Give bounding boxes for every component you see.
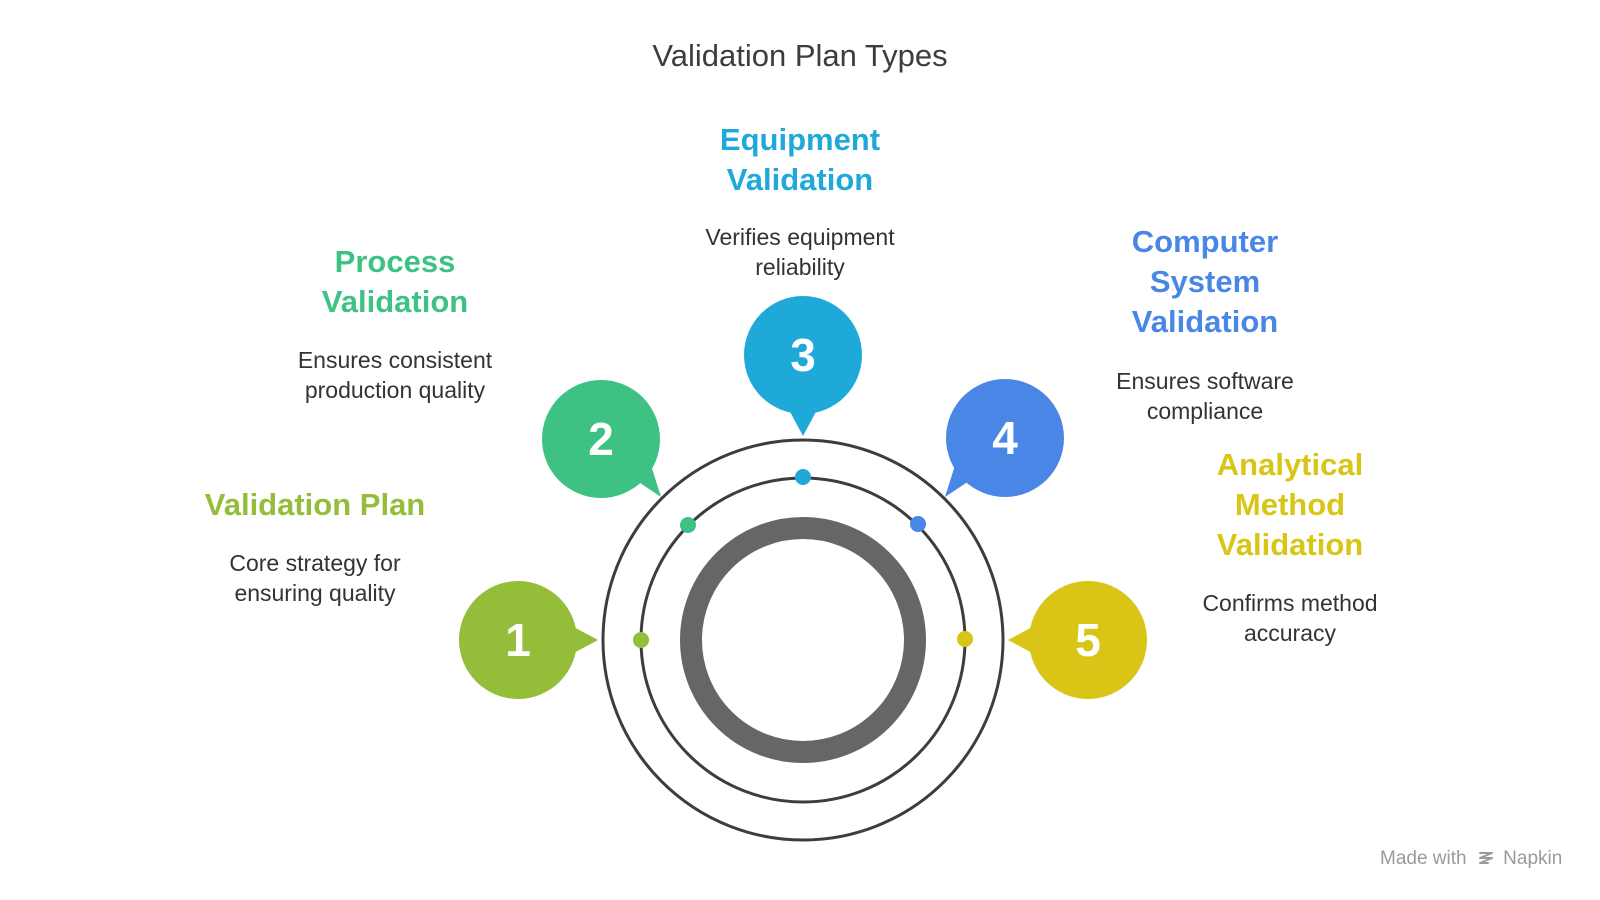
item-1-number: 1	[505, 614, 531, 666]
item-3-description: Verifies equipment reliability	[705, 224, 895, 280]
item-1-description: Core strategy for ensuring quality	[229, 550, 401, 606]
outer-ring	[601, 438, 1005, 842]
item-4-number: 4	[992, 412, 1018, 464]
diagram-title: Validation Plan Types	[652, 38, 948, 73]
core-ring	[680, 517, 926, 763]
item-4-title: Computer System Validation	[1131, 224, 1279, 339]
item-1-dot	[633, 632, 649, 648]
item-5-badge	[1008, 581, 1147, 699]
item-2-dot	[680, 517, 696, 533]
item-2-badge	[542, 380, 661, 498]
item-5-dot	[957, 631, 973, 647]
item-2-description: Ensures consistent production quality	[297, 347, 493, 403]
item-5-title: Analytical Method Validation	[1216, 447, 1364, 562]
napkin-logo-icon	[1478, 848, 1494, 870]
item-5-description: Confirms method accuracy	[1202, 590, 1378, 646]
watermark: Made with Napkin	[1380, 848, 1562, 870]
item-3-number: 3	[790, 329, 816, 381]
item-4-description: Ensures software compliance	[1116, 368, 1294, 424]
item-2-title: Process Validation	[321, 244, 469, 319]
watermark-prefix: Made with	[1380, 848, 1467, 869]
watermark-brand: Napkin	[1503, 848, 1563, 869]
item-5-number: 5	[1075, 614, 1101, 666]
item-3-badge	[744, 296, 862, 436]
item-1-title: Validation Plan	[204, 487, 426, 522]
item-4-dot	[910, 516, 926, 532]
item-3-dot	[795, 469, 811, 485]
item-2-number: 2	[588, 413, 614, 465]
item-3-title: Equipment Validation	[719, 122, 881, 197]
item-1-badge	[459, 581, 598, 699]
item-4-badge	[945, 379, 1064, 497]
